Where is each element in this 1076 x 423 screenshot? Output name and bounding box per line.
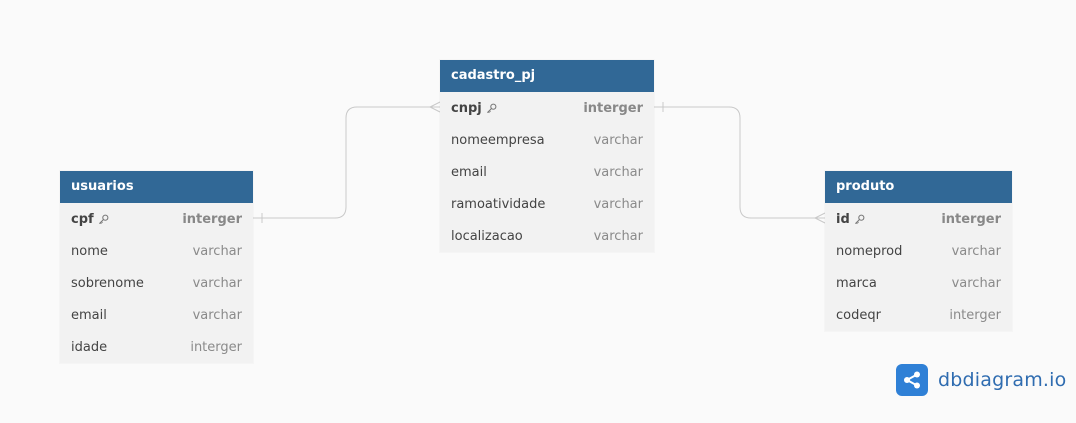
- field-type: varchar: [951, 243, 1001, 259]
- field-name: id: [836, 211, 850, 227]
- field-name: idade: [71, 339, 108, 355]
- field-row-idade[interactable]: idade interger: [60, 331, 253, 363]
- field-type: varchar: [192, 243, 242, 259]
- key-icon: [98, 214, 109, 224]
- brand-name: dbdiagram.io: [938, 369, 1067, 391]
- field-name: email: [451, 164, 487, 180]
- field-type: varchar: [593, 132, 643, 148]
- field-row-sobrenome[interactable]: sobrenome varchar: [60, 267, 253, 299]
- field-name: ramoatividade: [451, 196, 546, 212]
- many-marker-cadastro_pj: [428, 101, 441, 113]
- field-row-cnpj[interactable]: cnpj interger: [440, 92, 654, 124]
- field-row-id[interactable]: id interger: [825, 203, 1012, 235]
- key-icon: [486, 103, 497, 113]
- field-row-email[interactable]: email varchar: [440, 156, 654, 188]
- key-icon: [854, 214, 865, 224]
- field-name: nomeprod: [836, 243, 903, 259]
- field-row-ramoatividade[interactable]: ramoatividade varchar: [440, 188, 654, 220]
- field-name: marca: [836, 275, 877, 291]
- field-type: interger: [941, 211, 1001, 227]
- table-header[interactable]: cadastro_pj: [440, 60, 654, 92]
- field-type: interger: [182, 211, 242, 227]
- relationship-cadastro_pj-produto: [654, 106, 825, 219]
- field-name: nome: [71, 243, 108, 259]
- field-type: interger: [583, 100, 643, 116]
- field-type: interger: [949, 307, 1001, 323]
- field-name: sobrenome: [71, 275, 144, 291]
- relationship-usuarios-cadastro_pj: [253, 106, 440, 219]
- many-marker-produto: [813, 212, 826, 224]
- field-type: interger: [190, 339, 242, 355]
- field-type: varchar: [593, 228, 643, 244]
- field-name: nomeempresa: [451, 132, 545, 148]
- field-type: varchar: [593, 164, 643, 180]
- table-header[interactable]: produto: [825, 171, 1012, 203]
- table-cadastro_pj[interactable]: cadastro_pj cnpj interger nomeempresa va…: [440, 60, 654, 252]
- field-name: cpf: [71, 211, 94, 227]
- field-row-codeqr[interactable]: codeqr interger: [825, 299, 1012, 331]
- field-type: varchar: [192, 275, 242, 291]
- table-usuarios[interactable]: usuarios cpf interger nome varchar sobre…: [60, 171, 253, 363]
- field-name: codeqr: [836, 307, 881, 323]
- share-icon: [896, 364, 928, 396]
- field-name: localizacao: [451, 228, 523, 244]
- field-row-nomeempresa[interactable]: nomeempresa varchar: [440, 124, 654, 156]
- field-name: email: [71, 307, 107, 323]
- field-type: varchar: [951, 275, 1001, 291]
- brand-watermark[interactable]: dbdiagram.io: [896, 364, 1066, 396]
- field-row-localizacao[interactable]: localizacao varchar: [440, 220, 654, 252]
- field-row-email[interactable]: email varchar: [60, 299, 253, 331]
- field-row-cpf[interactable]: cpf interger: [60, 203, 253, 235]
- table-header[interactable]: usuarios: [60, 171, 253, 203]
- field-row-marca[interactable]: marca varchar: [825, 267, 1012, 299]
- table-produto[interactable]: produto id interger nomeprod varchar mar…: [825, 171, 1012, 331]
- field-type: varchar: [593, 196, 643, 212]
- field-type: varchar: [192, 307, 242, 323]
- field-row-nome[interactable]: nome varchar: [60, 235, 253, 267]
- field-row-nomeprod[interactable]: nomeprod varchar: [825, 235, 1012, 267]
- field-name: cnpj: [451, 100, 482, 116]
